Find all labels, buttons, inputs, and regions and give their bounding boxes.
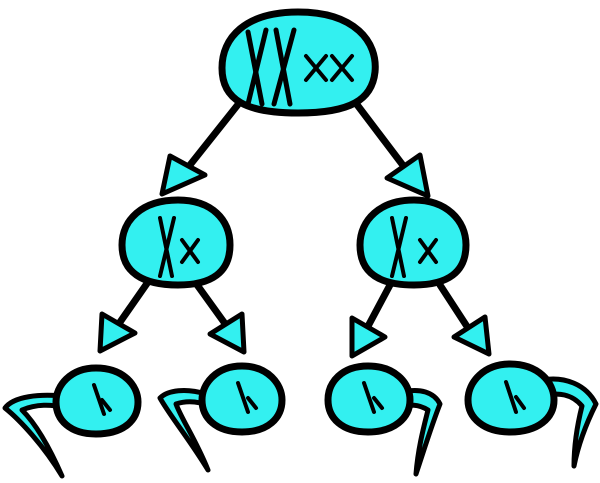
- arrow-left-daughter-to-sperm-2: [191, 278, 247, 355]
- sperm-2-chromosome: [236, 381, 258, 414]
- sperm-cell-2: [157, 362, 286, 473]
- left-daughter-chromosome-pair: [158, 216, 200, 278]
- right-daughter-chromosome-pair: [390, 216, 438, 278]
- sperm-1-tail: [2, 392, 67, 479]
- sperm-3-chromosome: [362, 381, 384, 414]
- arrow-right-daughter-to-sperm-3: [349, 281, 394, 359]
- parent-chromosome-pair-large: [245, 27, 297, 107]
- arrow-parent-to-right-daughter: [351, 98, 431, 199]
- parent-cell: [218, 8, 379, 117]
- arrow-parent-to-left-daughter: [159, 98, 244, 197]
- arrow-right-daughter-to-sperm-4: [436, 281, 492, 357]
- sperm-cell-1: [2, 364, 142, 479]
- sperm-2-tail: [157, 388, 213, 473]
- sperm-cell-3: [324, 362, 443, 477]
- sperm-4-tail: [539, 376, 599, 469]
- parent-chromosome-pair-small: [304, 54, 354, 82]
- daughter-cell-left: [118, 196, 234, 289]
- sperm-4-chromosome: [504, 380, 526, 414]
- sperm-cell-4: [464, 360, 599, 469]
- arrow-left-daughter-to-sperm-1: [97, 278, 152, 354]
- daughter-cell-right: [356, 196, 470, 289]
- sperm-1-chromosome: [92, 383, 112, 416]
- sperm-3-tail: [397, 388, 443, 477]
